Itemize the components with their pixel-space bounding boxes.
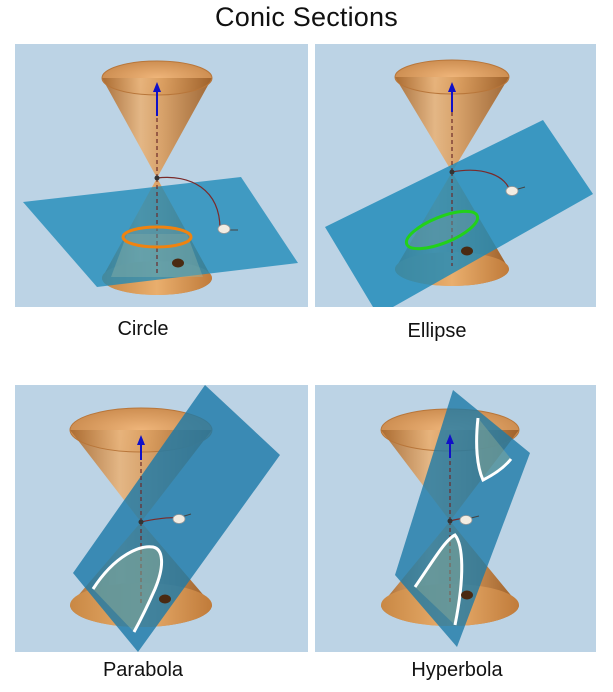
hyperbola-diagram xyxy=(315,385,596,652)
ellipse-diagram xyxy=(315,44,596,307)
hyperbola-caption: Hyperbola xyxy=(411,659,503,681)
page-title: Conic Sections xyxy=(215,2,398,32)
parabola-diagram xyxy=(15,385,308,652)
circle-caption: Circle xyxy=(117,318,169,340)
ellipse-panel xyxy=(315,44,596,307)
circle-curve xyxy=(121,225,193,249)
circle-panel xyxy=(15,44,308,307)
circle-diagram xyxy=(15,44,308,307)
hyperbola-panel xyxy=(315,385,596,652)
parabola-curve xyxy=(91,545,163,633)
ellipse-caption: Ellipse xyxy=(407,320,467,342)
parabola-caption: Parabola xyxy=(102,659,184,681)
hyperbola-lower-curve xyxy=(413,533,464,626)
hyperbola-upper-curve xyxy=(475,417,513,483)
parabola-panel xyxy=(15,385,308,652)
ellipse-curve xyxy=(404,209,480,251)
